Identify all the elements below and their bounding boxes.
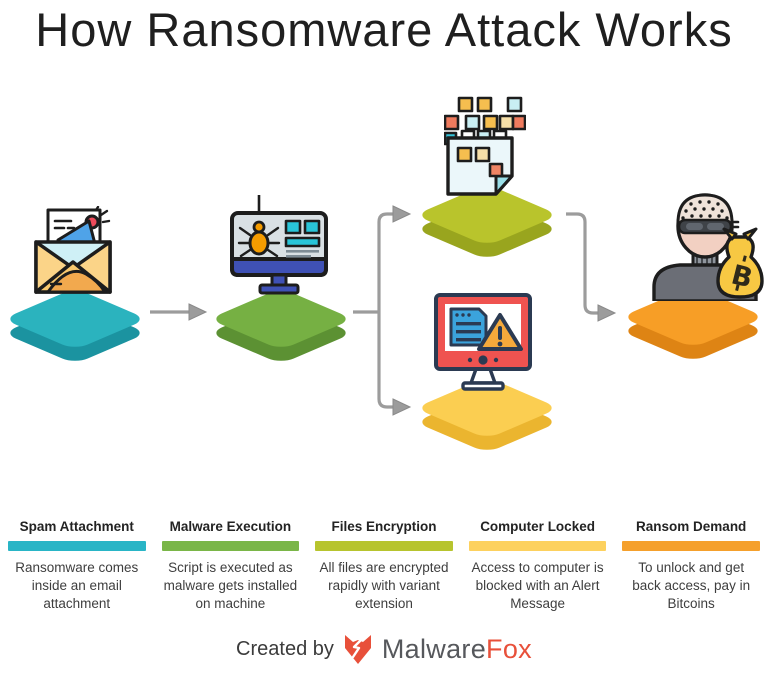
stage-bar [622,541,760,551]
encrypted-file-icon [444,96,526,196]
stage-bar [315,541,453,551]
stage-description: All files are encrypted rapidly with var… [319,560,449,611]
stage4-platform [422,380,552,450]
stage-name: Spam Attachment [19,519,134,534]
malwarefox-logo-icon [344,635,371,664]
stage-name: Ransom Demand [636,519,747,534]
stage-description: Access to computer is blocked with an Al… [471,560,604,611]
arrowhead [392,398,412,416]
stage-bar [468,541,607,551]
stage-name: Malware Execution [169,519,292,534]
stage2-platform [216,291,346,361]
stage1-platform [10,291,140,361]
branch-connector [353,212,393,409]
email-megaphone-icon [34,206,112,294]
stage-name: Computer Locked [480,519,595,534]
merge-connector [566,212,599,315]
stage5-platform [628,289,758,359]
created-by-label: Created by [236,637,334,660]
hacker-bitcoin-icon: B [652,193,764,301]
stage-description: To unlock and get back access, pay in Bi… [632,560,751,611]
flow-arrows [150,205,617,416]
stage-description: Script is executed as malware gets insta… [163,560,298,611]
legend-col-ransom-demand: Ransom Demand To unlock and get back acc… [614,518,768,613]
arrowhead [597,304,617,322]
stage-name: Files Encryption [331,519,437,534]
stage-description: Ransomware comes inside an email attachm… [15,560,139,611]
legend-col-computer-locked: Computer Locked Access to computer is bl… [461,518,615,613]
flow-diagram: B [0,80,768,520]
stage-bar [8,541,146,551]
stage-bar [161,541,300,551]
footer: Created by MalwareFox [0,633,768,665]
stage3-platform [422,187,552,257]
brand-name: MalwareFox [382,634,532,665]
computer-bug-icon [230,195,328,295]
legend-col-files-encryption: Files Encryption All files are encrypted… [307,518,461,613]
arrowhead [188,303,208,321]
legend-col-spam-attachment: Spam Attachment Ransomware comes inside … [0,518,154,613]
legend: Spam Attachment Ransomware comes inside … [0,518,768,613]
legend-col-malware-execution: Malware Execution Script is executed as … [154,518,308,613]
brand-fox: Fox [486,633,532,664]
page-title: How Ransomware Attack Works [35,3,733,56]
brand-malware: Malware [381,633,487,664]
alert-monitor-icon [434,293,532,391]
arrowhead [392,205,412,223]
